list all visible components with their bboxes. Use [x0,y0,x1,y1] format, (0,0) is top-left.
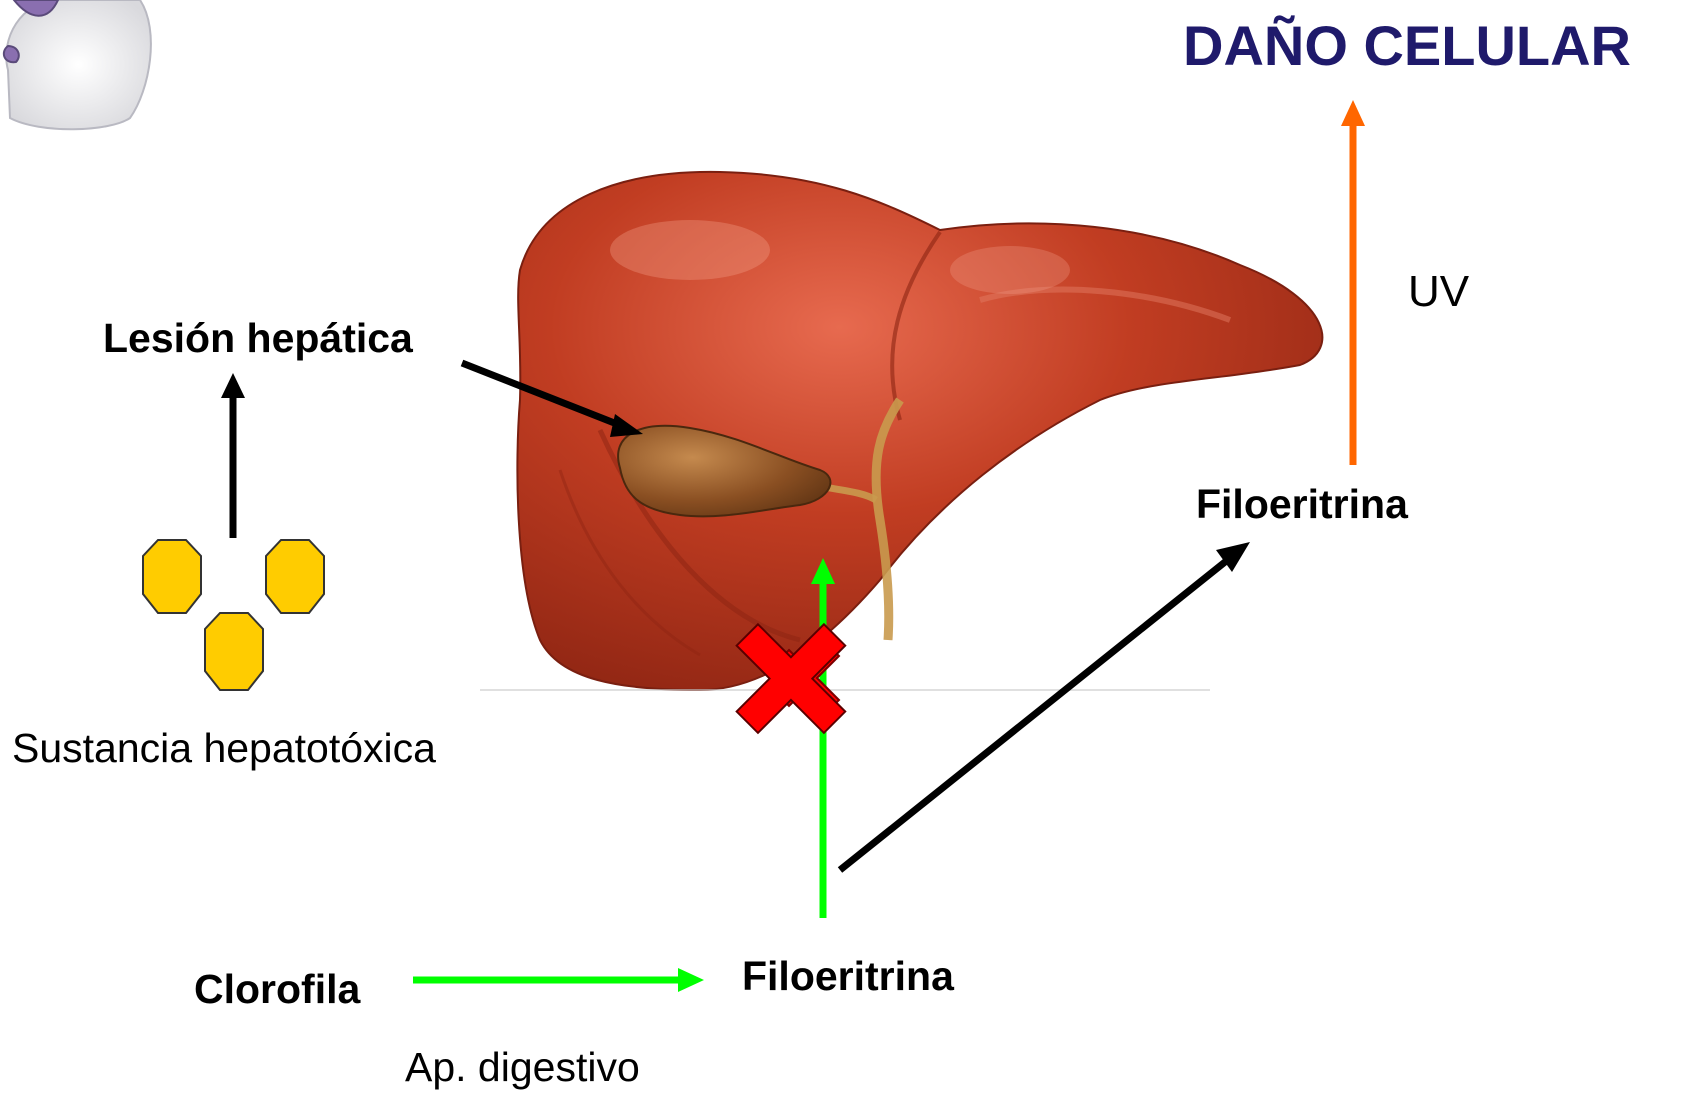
hepatotoxic-label: Sustancia hepatotóxica [12,728,436,769]
lesion-arrow [221,373,245,538]
octagon-icon [266,540,324,613]
octagon-icon [143,540,201,613]
liver-icon [480,172,1322,690]
filoeritrina-systemic-label: Filoeritrina [1196,484,1408,525]
uv-arrow [1341,100,1365,465]
octagon-icon [205,613,263,690]
systemic-arrow [840,542,1250,870]
clorofila-label: Clorofila [194,969,360,1010]
sheep-icon [4,0,151,129]
page-title: DAÑO CELULAR [1183,18,1631,74]
uv-label: UV [1408,270,1469,314]
clorofila-arrow [413,968,704,992]
lesion-label: Lesión hepática [103,318,413,359]
filoeritrina-digestive-label: Filoeritrina [742,956,954,997]
digestive-tract-label: Ap. digestivo [405,1047,640,1088]
